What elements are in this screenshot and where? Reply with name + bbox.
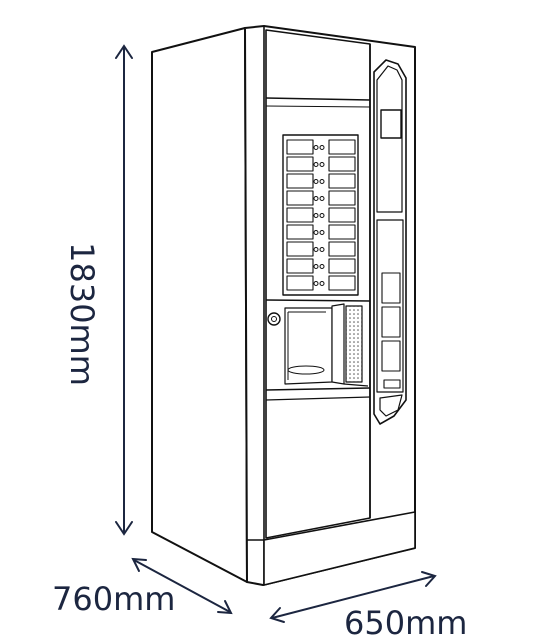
selection-indicator-icon bbox=[319, 247, 325, 252]
selection-button[interactable] bbox=[328, 139, 356, 155]
selection-button[interactable] bbox=[286, 241, 314, 257]
selection-button[interactable] bbox=[286, 275, 314, 291]
selection-indicator-icon bbox=[313, 145, 319, 150]
selection-indicator-icon bbox=[313, 213, 319, 218]
selection-button[interactable] bbox=[286, 139, 314, 155]
cup-grill bbox=[345, 305, 363, 383]
selection-button[interactable] bbox=[328, 156, 356, 172]
selection-indicator-icon bbox=[319, 179, 325, 184]
selection-indicator-icon bbox=[319, 213, 325, 218]
selection-indicator-icon bbox=[313, 196, 319, 201]
width-label: 650mm bbox=[344, 604, 467, 640]
selection-button[interactable] bbox=[328, 275, 356, 291]
selection-button[interactable] bbox=[286, 190, 314, 206]
selection-button[interactable] bbox=[286, 173, 314, 189]
cup-delivery-area bbox=[284, 303, 369, 387]
lock-icon bbox=[267, 312, 281, 326]
selection-button[interactable] bbox=[286, 258, 314, 274]
width-dimension bbox=[269, 571, 437, 623]
height-dimension bbox=[115, 44, 133, 536]
selection-button[interactable] bbox=[286, 207, 314, 223]
selection-button[interactable] bbox=[328, 190, 356, 206]
return-slot bbox=[383, 379, 401, 389]
coin-slot bbox=[381, 272, 401, 304]
selection-indicator-icon bbox=[319, 281, 325, 286]
selection-button[interactable] bbox=[328, 173, 356, 189]
depth-dimension bbox=[131, 557, 233, 615]
selection-indicator-icon bbox=[313, 247, 319, 252]
selection-indicator-icon bbox=[319, 162, 325, 167]
selection-indicator-icon bbox=[313, 230, 319, 235]
selection-indicator-icon bbox=[313, 264, 319, 269]
selection-indicator-icon bbox=[319, 196, 325, 201]
selection-indicator-icon bbox=[319, 145, 325, 150]
selection-indicator-icon bbox=[313, 281, 319, 286]
selection-button[interactable] bbox=[286, 224, 314, 240]
base-plinth bbox=[263, 511, 416, 586]
depth-label: 760mm bbox=[52, 580, 175, 618]
selection-buttons bbox=[286, 139, 356, 291]
selection-indicator-icon bbox=[313, 162, 319, 167]
display-screen bbox=[380, 109, 402, 139]
selection-indicator-icon bbox=[319, 230, 325, 235]
selection-button[interactable] bbox=[328, 258, 356, 274]
note-slot bbox=[381, 306, 401, 338]
selection-button[interactable] bbox=[328, 241, 356, 257]
selection-indicator-icon bbox=[319, 264, 325, 269]
selection-indicator-icon bbox=[313, 179, 319, 184]
selection-button[interactable] bbox=[328, 207, 356, 223]
card-slot bbox=[381, 340, 401, 372]
selection-button[interactable] bbox=[328, 224, 356, 240]
selection-button[interactable] bbox=[286, 156, 314, 172]
side-panel bbox=[151, 27, 248, 583]
height-label: 1830mm bbox=[63, 242, 101, 386]
vending-machine bbox=[151, 25, 416, 586]
